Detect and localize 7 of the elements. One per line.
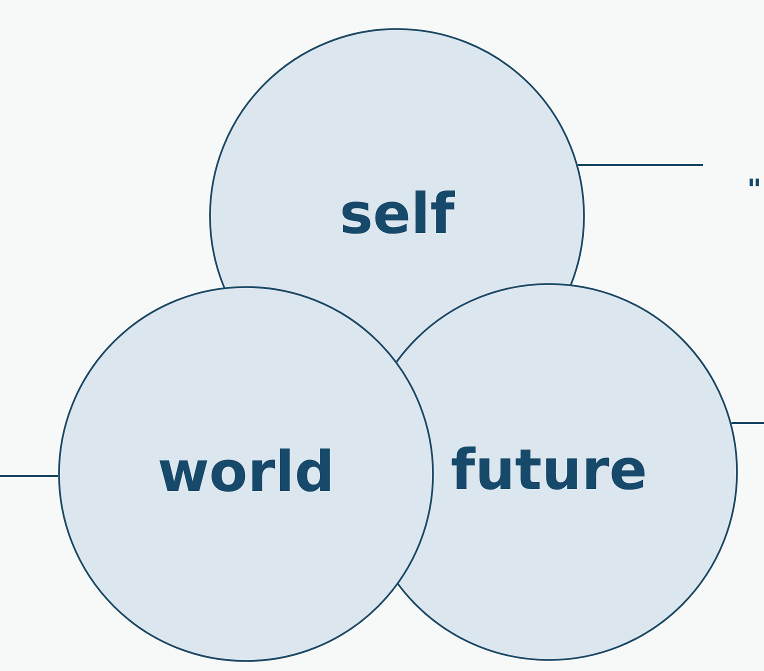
leader-line: [0, 475, 58, 477]
quote-mark-text: ": [747, 176, 762, 204]
circle-label: world: [157, 442, 335, 504]
circle-label: self: [340, 184, 454, 246]
circle-label: future: [450, 440, 648, 502]
leader-line: [732, 422, 764, 424]
leader-line: [578, 164, 703, 166]
